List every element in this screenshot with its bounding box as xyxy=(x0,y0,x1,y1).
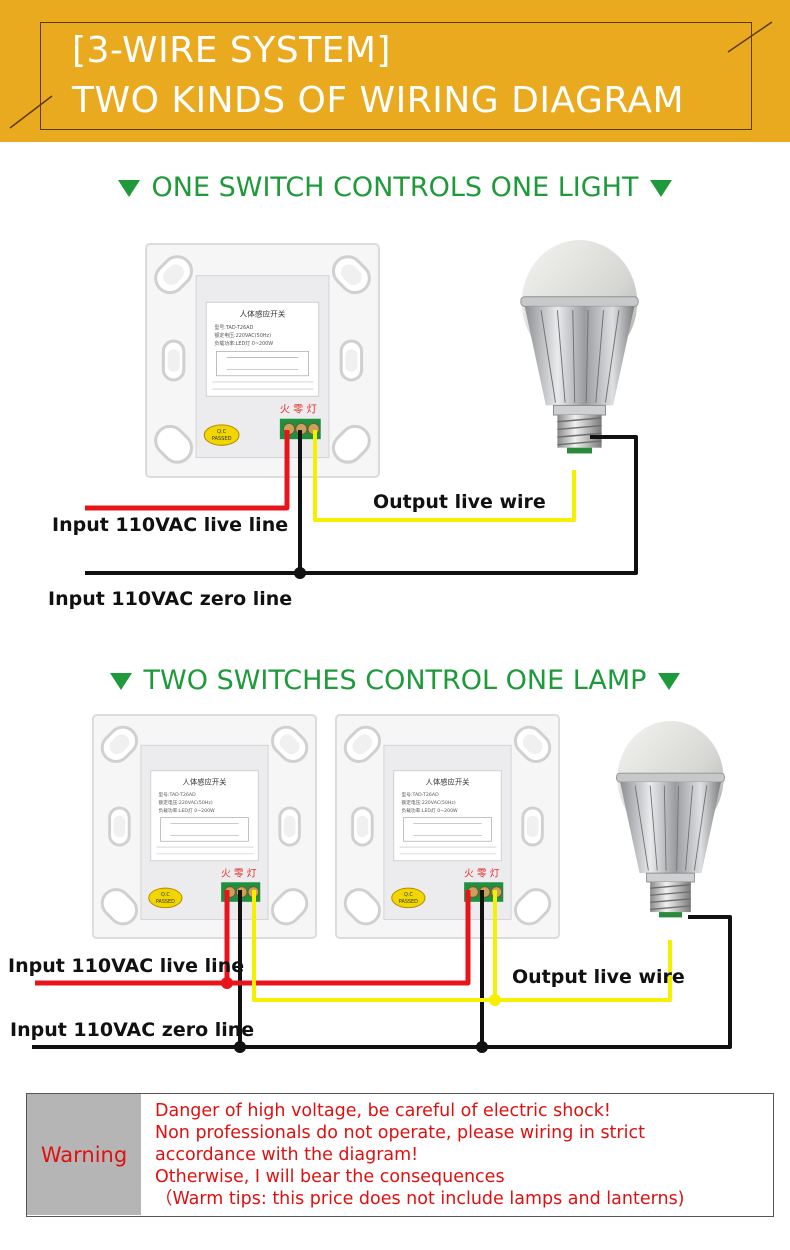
warning-line: accordance with the diagram! xyxy=(155,1145,419,1165)
warning-box: Warning Danger of high voltage, be caref… xyxy=(26,1093,774,1217)
warning-line: （Warm tips: this price does not include … xyxy=(155,1189,685,1209)
section1-wires xyxy=(85,430,638,579)
warning-label: Warning xyxy=(27,1094,141,1215)
section2-wires xyxy=(32,890,732,1053)
section1-output-label: Output live wire xyxy=(373,491,546,513)
triangle-down-icon xyxy=(109,673,132,690)
header-title-line1: [3-WIRE SYSTEM] xyxy=(72,30,391,71)
section1-title: ONE SWITCH CONTROLS ONE LIGHT xyxy=(151,172,639,203)
switch-panel-1 xyxy=(145,243,380,478)
section1-input-live-label: Input 110VAC live line xyxy=(52,514,289,536)
switch-panel-2b xyxy=(335,714,560,939)
header-title-line2: TWO KINDS OF WIRING DIAGRAM xyxy=(72,80,685,121)
warning-text: Danger of high voltage, be careful of el… xyxy=(155,1100,765,1210)
section2-output-label: Output live wire xyxy=(512,966,685,988)
section2-input-live-label: Input 110VAC live line xyxy=(8,955,245,977)
header-frame xyxy=(40,22,752,130)
led-bulb-2 xyxy=(615,720,726,919)
warning-line: Non professionals do not operate, please… xyxy=(155,1123,645,1143)
section2-title-row: TWO SWITCHES CONTROL ONE LAMP xyxy=(0,665,790,696)
led-bulb-1 xyxy=(520,239,639,455)
triangle-down-icon xyxy=(658,673,681,690)
warning-line: Danger of high voltage, be careful of el… xyxy=(155,1101,611,1121)
switch-panel-2a xyxy=(92,714,317,939)
wiring-diagram: 人体感应开关 型号:TAD-T26AD 额定电压:220VAC(50Hz) 负载… xyxy=(32,239,732,1053)
header-banner: [3-WIRE SYSTEM] TWO KINDS OF WIRING DIAG… xyxy=(0,0,790,142)
header-decor-lines xyxy=(9,21,773,129)
section2-title: TWO SWITCHES CONTROL ONE LAMP xyxy=(143,665,647,696)
warning-line: Otherwise, I will bear the consequences xyxy=(155,1167,505,1187)
section2-input-zero-label: Input 110VAC zero line xyxy=(10,1019,255,1041)
section1-input-zero-label: Input 110VAC zero line xyxy=(48,588,293,610)
triangle-down-icon xyxy=(650,180,673,197)
section1-title-row: ONE SWITCH CONTROLS ONE LIGHT xyxy=(0,172,790,203)
triangle-down-icon xyxy=(117,180,140,197)
